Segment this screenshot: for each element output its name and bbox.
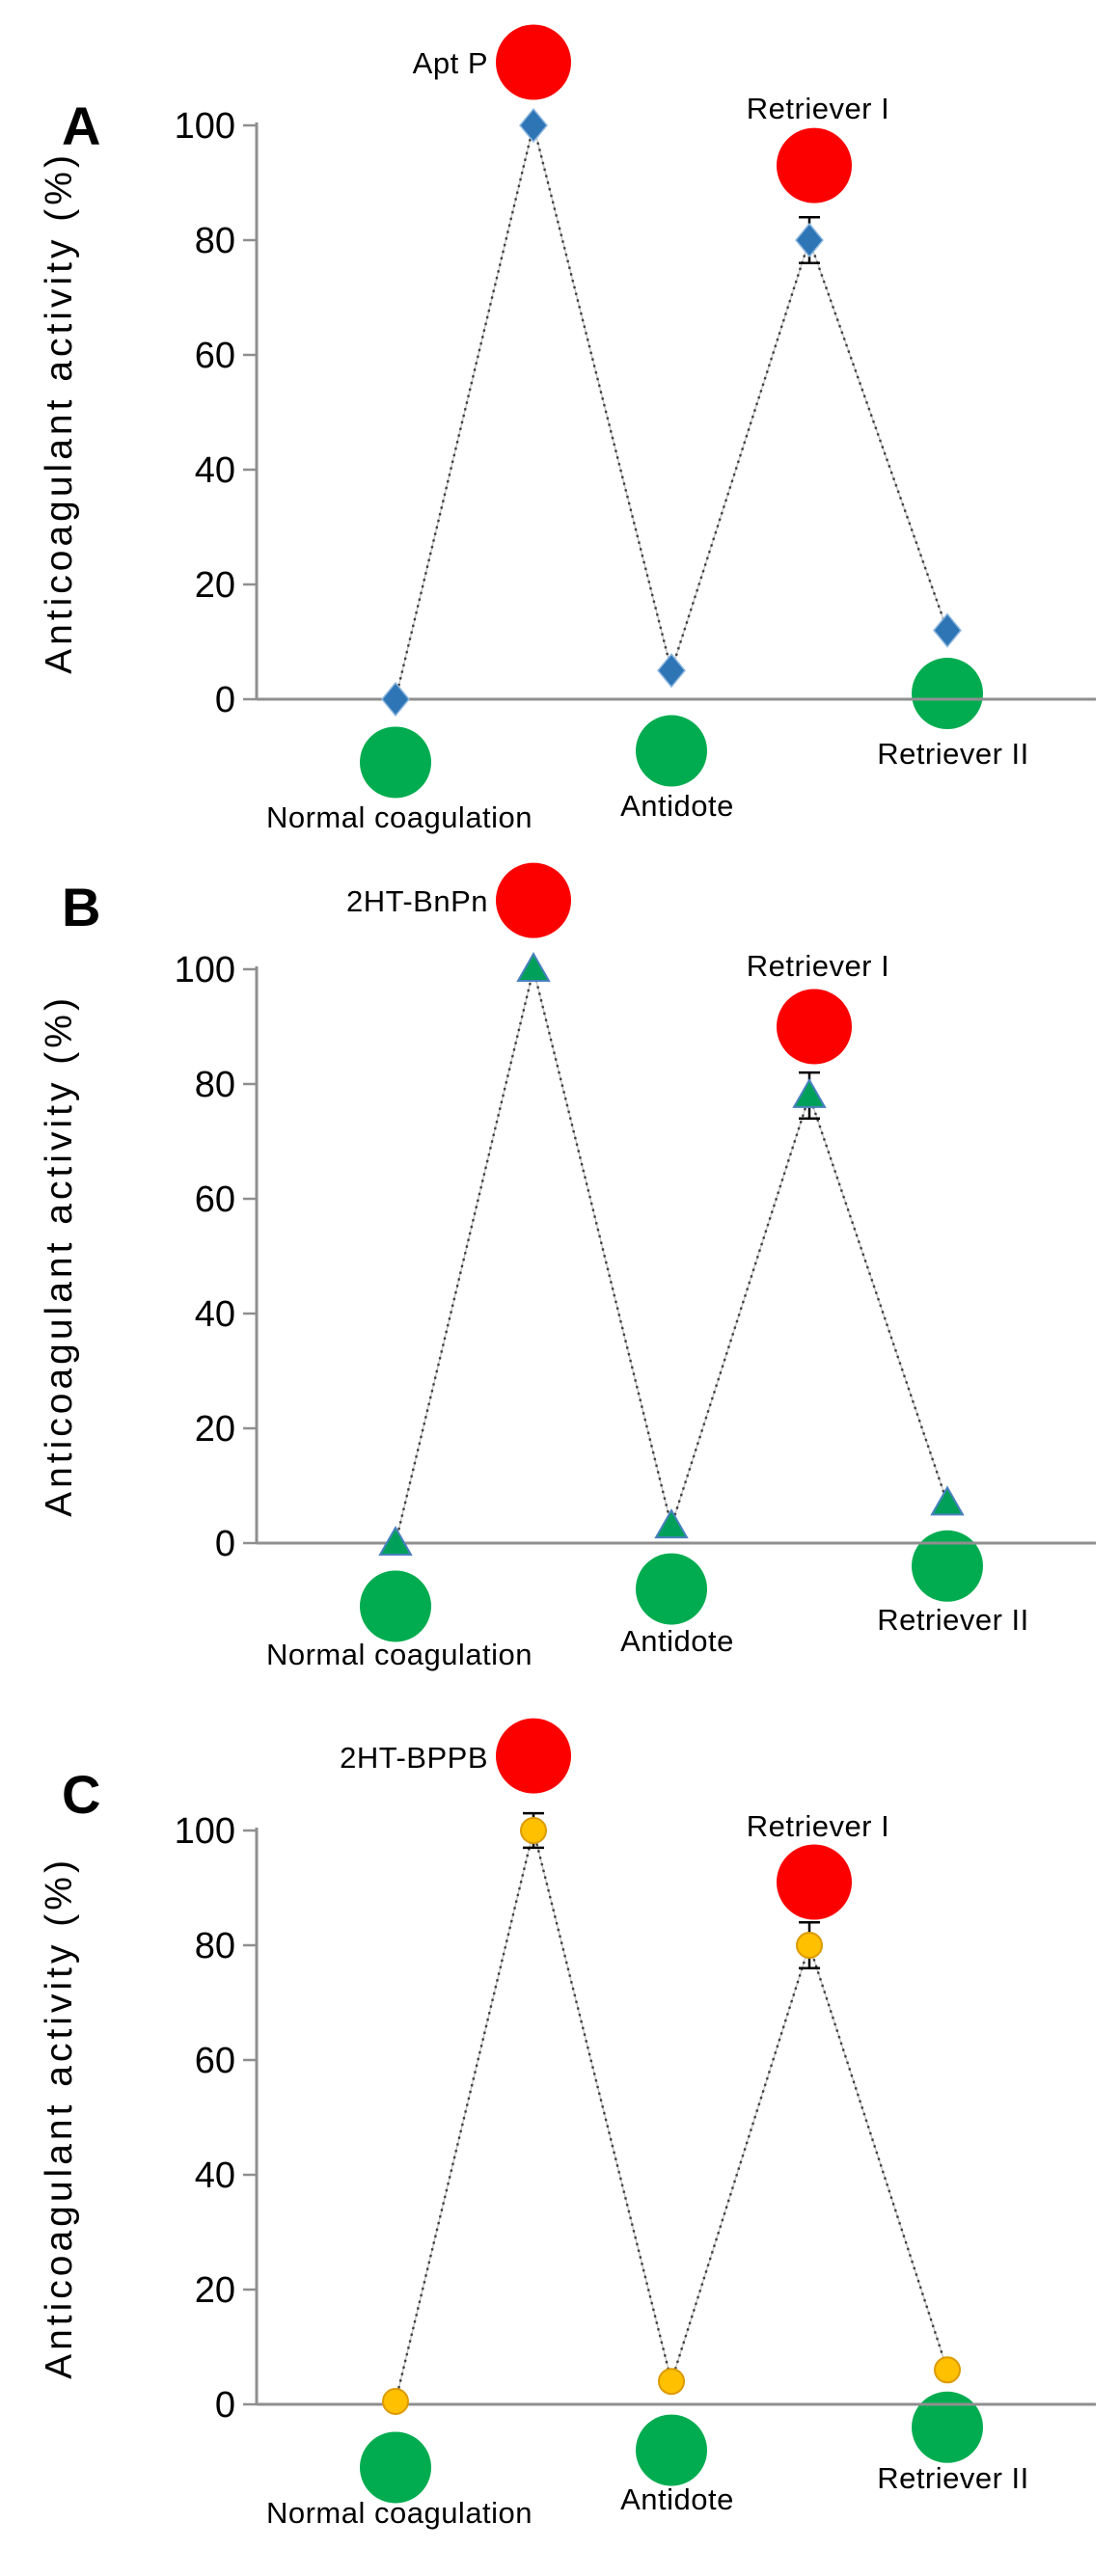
- green-circle-annotation: [360, 726, 431, 799]
- y-tick-label: 80: [195, 1926, 235, 1966]
- y-tick-label: 60: [195, 1180, 235, 1220]
- red-circle-annotation: [496, 24, 571, 100]
- y-tick-label: 60: [195, 2041, 235, 2081]
- x-label-normal-coagulation: Normal coagulation: [266, 1638, 533, 1671]
- retriever2-label: Retriever II: [877, 737, 1029, 771]
- panel-c: C Anticoagulant activity (%) 0 20 40 60 80 10…: [39, 1718, 1096, 2530]
- data-point-marker: [933, 612, 962, 648]
- y-tick-label: 20: [195, 2270, 235, 2311]
- y-tick-label: 0: [215, 680, 235, 720]
- data-point-marker: [796, 1932, 823, 1959]
- series-label: 2HT-BPPB: [340, 1741, 488, 1775]
- y-tick-label: 40: [195, 2156, 235, 2196]
- red-circle-annotation: [496, 1718, 571, 1794]
- data-point-marker: [382, 2388, 409, 2416]
- panel-b: B Anticoagulant activity (%) 0 20 40 60 80 10…: [39, 862, 1096, 1671]
- data-point-marker: [934, 2356, 961, 2384]
- y-tick-label: 40: [195, 1294, 235, 1335]
- red-circle-annotation: [777, 127, 852, 203]
- red-circle-annotation: [777, 1844, 852, 1920]
- panel-a: A Anticoagulant activity (%) 0 20 40 60 80 10…: [39, 24, 1096, 834]
- data-point-marker: [795, 222, 824, 258]
- retriever2-label: Retriever II: [877, 1603, 1029, 1637]
- y-tick-label: 100: [175, 950, 235, 990]
- y-tick-label: 100: [175, 1811, 235, 1852]
- red-circle-annotation: [496, 862, 571, 938]
- data-point-marker: [654, 1508, 689, 1539]
- x-label-normal-coagulation: Normal coagulation: [266, 2496, 533, 2530]
- retriever1-label: Retriever I: [747, 949, 889, 983]
- plot-area-c: 0 20 40 60 80 100: [175, 1718, 1096, 2504]
- x-label-antidote: Antidote: [620, 1624, 734, 1658]
- data-point-marker: [381, 681, 410, 718]
- x-label-antidote: Antidote: [620, 2482, 734, 2516]
- y-axis-title: Anticoagulant activity (%): [39, 1857, 80, 2379]
- y-tick-label: 80: [195, 1065, 235, 1105]
- green-circle-annotation: [360, 2431, 431, 2504]
- green-circle-annotation: [636, 2414, 707, 2486]
- series-line-base: [395, 1830, 948, 2402]
- data-point-marker: [516, 951, 551, 982]
- y-axis-title: Anticoagulant activity (%): [39, 151, 80, 674]
- y-tick-label: 100: [175, 106, 235, 147]
- red-circle-annotation: [777, 989, 852, 1065]
- data-point-marker: [930, 1485, 965, 1516]
- y-tick-label: 0: [215, 2385, 235, 2426]
- green-circle-annotation: [912, 658, 983, 730]
- series-line: [394, 968, 949, 1544]
- green-circle-annotation: [912, 1530, 983, 1602]
- green-circle-annotation: [636, 1553, 707, 1625]
- data-point-marker: [519, 107, 548, 144]
- series-line: [394, 124, 949, 700]
- data-point-marker: [520, 1817, 547, 1844]
- data-point-marker: [657, 653, 686, 689]
- green-circle-annotation: [360, 1570, 431, 1642]
- data-point-marker: [792, 1077, 827, 1108]
- data-point-marker: [658, 2368, 685, 2396]
- series-line-base: [395, 124, 948, 700]
- panel-letter-c: C: [62, 1764, 100, 1825]
- series-line-base: [395, 968, 948, 1544]
- y-tick-label: 60: [195, 336, 235, 376]
- retriever2-label: Retriever II: [877, 2461, 1029, 2495]
- series-label: 2HT-BnPn: [346, 884, 488, 918]
- plot-area-b: 0 20 40 60 80 100: [175, 862, 1096, 1642]
- data-point-marker: [378, 1525, 413, 1556]
- retriever1-label: Retriever I: [747, 92, 889, 125]
- plot-area-a: 0 20 40 60 80 100: [175, 24, 1096, 799]
- series-label: Apt P: [413, 46, 488, 80]
- y-tick-label: 0: [215, 1524, 235, 1564]
- retriever1-label: Retriever I: [747, 1809, 889, 1843]
- x-label-antidote: Antidote: [620, 789, 734, 823]
- y-tick-label: 20: [195, 565, 235, 606]
- y-axis-title: Anticoagulant activity (%): [39, 994, 80, 1517]
- panel-letter-b: B: [62, 877, 100, 937]
- y-tick-label: 80: [195, 221, 235, 261]
- green-circle-annotation: [912, 2391, 983, 2463]
- panel-letter-a: A: [62, 95, 100, 156]
- y-tick-label: 20: [195, 1409, 235, 1450]
- green-circle-annotation: [636, 715, 707, 787]
- x-label-normal-coagulation: Normal coagulation: [266, 800, 533, 834]
- y-tick-label: 40: [195, 450, 235, 491]
